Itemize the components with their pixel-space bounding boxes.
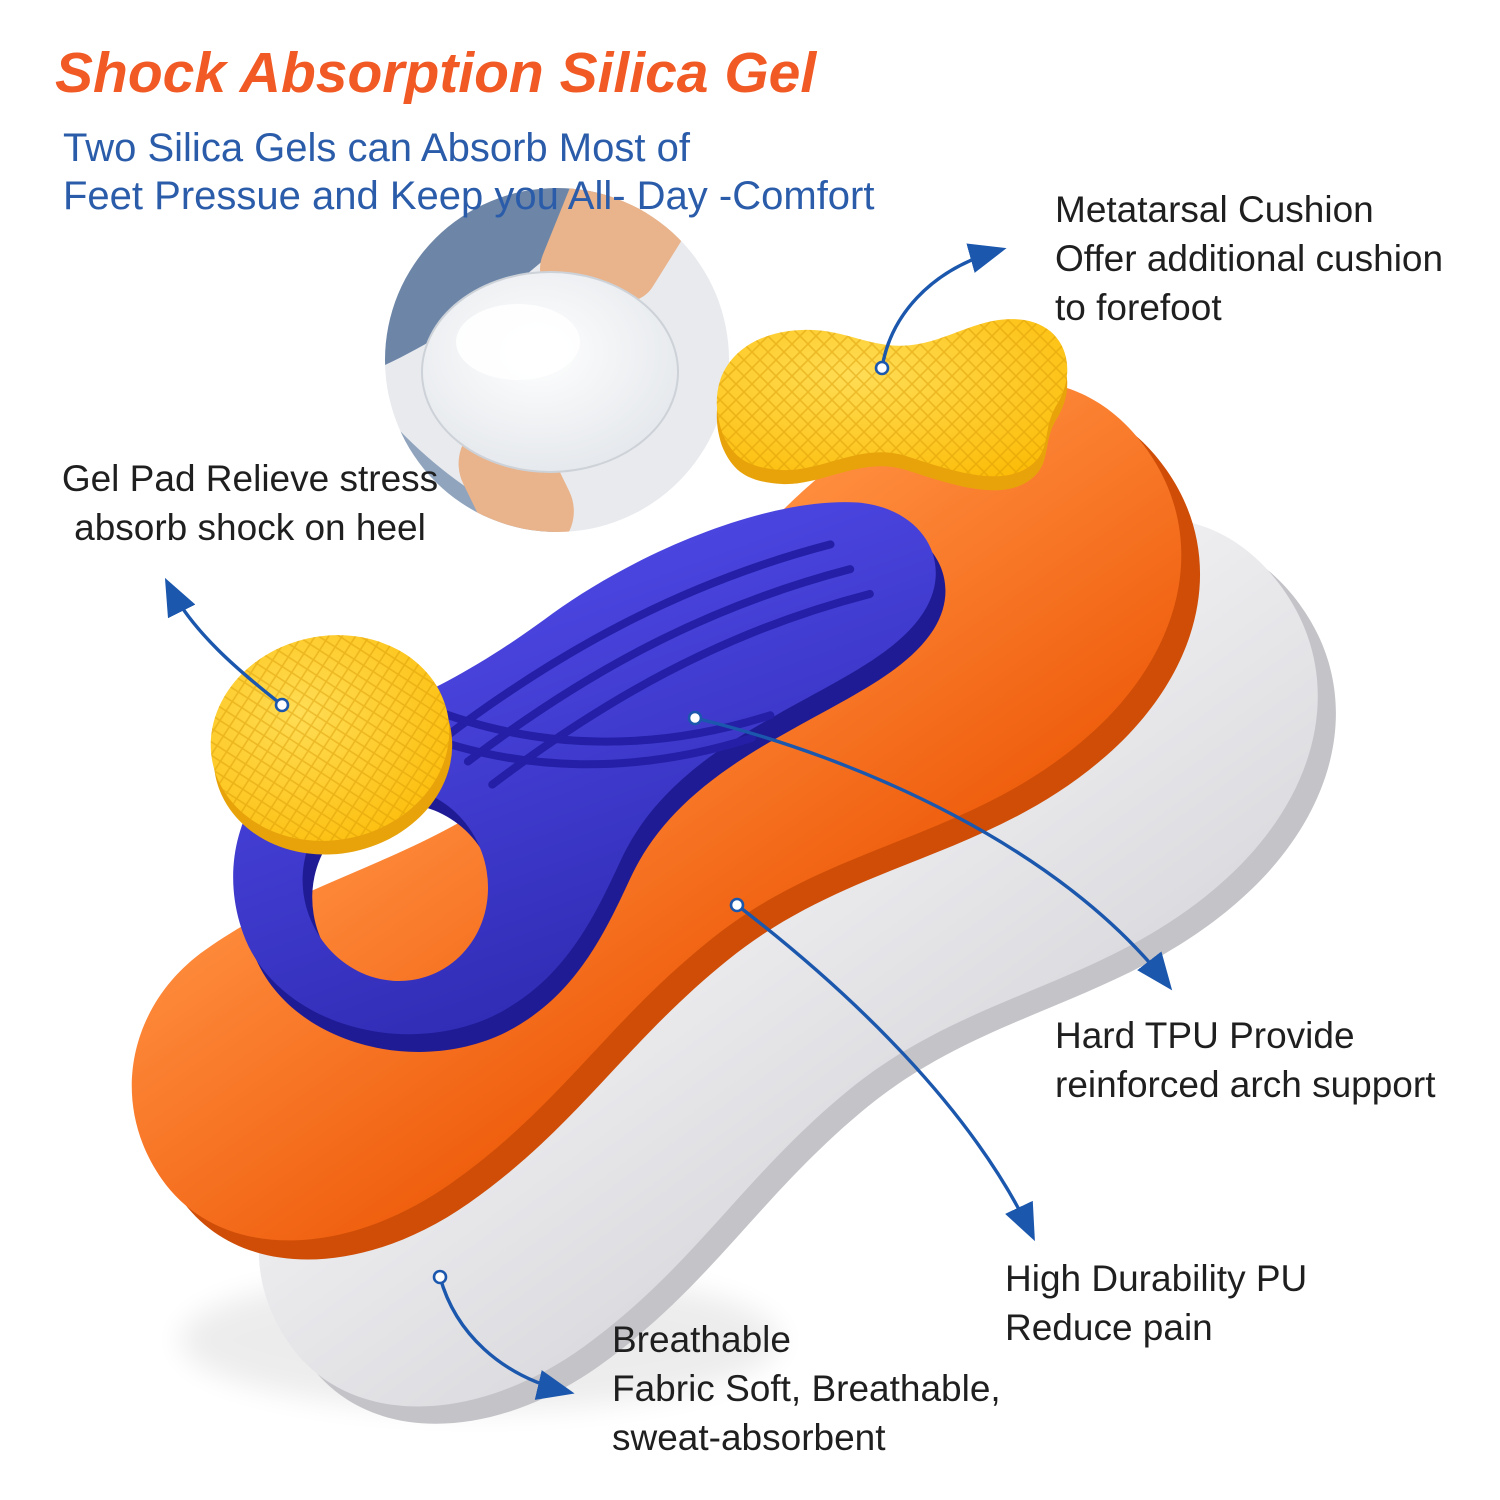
high-durability-arrow [735,903,1035,1242]
hard-tpu-arrow [693,716,1173,991]
subtitle-line-2: Feet Pressue and Keep you All- Day -Comf… [63,174,875,218]
page-title: Shock Absorption Silica Gel [55,41,817,105]
subtitle: Two Silica Gels can Absorb Most of Feet … [63,124,874,220]
breathable-line-1: Breathable [612,1319,791,1360]
metatarsal-arrow [880,243,1007,370]
gel-pad-line-1: Gel Pad Relieve stress [61,458,439,499]
metatarsal-line-1: Metatarsal Cushion [1055,189,1374,230]
gel-pad-arrow [164,577,284,707]
heel-pad-texture [210,635,450,841]
breathable-line-3: sweat-absorbent [612,1416,886,1458]
gel-pad-annotation: Gel Pad Relieve stress absorb shock on h… [40,455,460,553]
hard-tpu-annotation: Hard TPU Provide reinforced arch support [1055,1012,1435,1110]
high-durability-annotation: High Durability PU Reduce pain [1005,1255,1307,1353]
gel-highlight [456,304,580,380]
breathable-line-2: Fabric Soft, Breathable, [612,1367,1001,1409]
high-durability-arrow-dot [729,897,745,913]
hard-tpu-arrow-dot [687,710,703,726]
gel-pad-line-2: absorb shock on heel [74,506,426,548]
tpu-arch-layer [168,461,1040,1106]
heel-gel-pad [210,635,453,855]
breathable-arrow [438,1275,575,1400]
high-durability-line-1: High Durability PU [1005,1258,1308,1299]
breathable-annotation: Breathable Fabric Soft, Breathable, swea… [612,1316,1001,1462]
high-durability-line-2: Reduce pain [1005,1306,1213,1348]
subtitle-line-1: Two Silica Gels can Absorb Most of [63,126,690,170]
breathable-arrow-dot [432,1269,448,1285]
metatarsal-pad-texture [716,319,1068,477]
metatarsal-annotation: Metatarsal Cushion Offer additional cush… [1055,186,1443,332]
metatarsal-arrow-dot [874,360,890,376]
metatarsal-line-2: Offer additional cushion [1055,237,1444,279]
gel-photo-inset [385,188,729,532]
hard-tpu-line-2: reinforced arch support [1055,1063,1436,1105]
metatarsal-line-3: to forefoot [1055,286,1222,328]
metatarsal-cushion-pad [716,319,1068,491]
tpu-grooves [404,540,874,789]
hard-tpu-line-1: Hard TPU Provide [1055,1015,1355,1056]
gel-pad-arrow-dot [274,697,290,713]
